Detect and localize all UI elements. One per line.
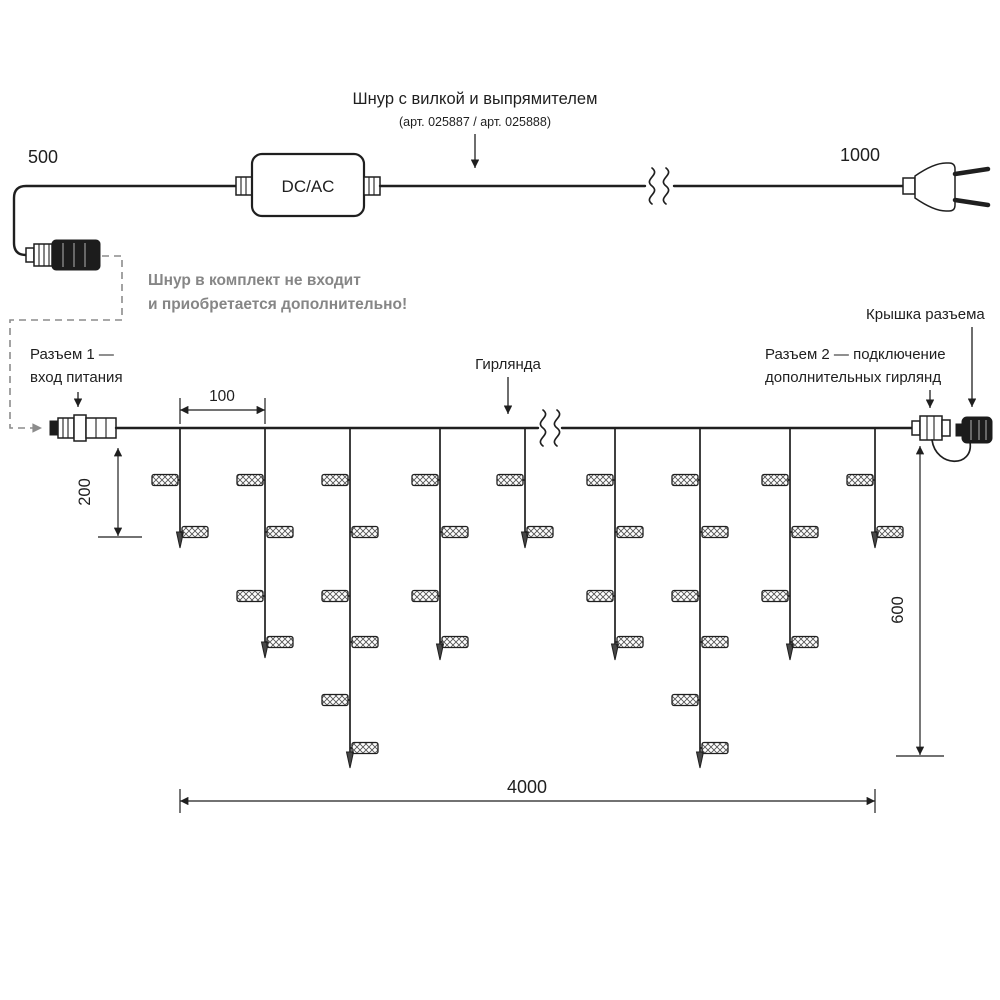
note-line1: Шнур в комплект не входит xyxy=(148,272,361,289)
garland-drop xyxy=(236,428,294,659)
led-lamp xyxy=(411,473,439,487)
cap-label: Крышка разъема xyxy=(866,306,985,323)
led-lamp xyxy=(701,635,729,649)
connector2-label-line1: Разъем 2 — подключение xyxy=(765,346,946,363)
connector1-label-line1: Разъем 1 — xyxy=(30,346,114,363)
dim-4000: 4000 xyxy=(179,777,876,813)
led-lamp xyxy=(236,473,264,487)
led-lamp xyxy=(351,741,379,755)
connector-cap xyxy=(955,416,993,444)
drop-tip xyxy=(695,751,705,769)
garland-drop xyxy=(151,428,209,549)
led-lamp xyxy=(526,525,554,539)
led-lamp xyxy=(321,589,349,603)
led-lamp xyxy=(321,473,349,487)
led-lamp xyxy=(616,525,644,539)
led-lamp xyxy=(151,473,179,487)
led-lamp xyxy=(351,525,379,539)
drop-tip xyxy=(610,643,620,661)
led-lamp xyxy=(876,525,904,539)
garland-section: Разъем 1 — вход питания Гирлянда Крышка … xyxy=(30,306,993,813)
drop-tip xyxy=(435,643,445,661)
dim-4000-label: 4000 xyxy=(507,777,547,797)
garland-drop xyxy=(496,428,554,549)
connector1-label-line2: вход питания xyxy=(30,369,123,386)
cord-title-label: Шнур с вилкой и выпрямителем xyxy=(353,90,598,108)
led-lamp xyxy=(761,589,789,603)
garland-label: Гирлянда xyxy=(475,356,541,373)
led-lamp xyxy=(321,693,349,707)
note-line2: и приобретается дополнительно! xyxy=(148,296,407,313)
led-lamp xyxy=(441,525,469,539)
output-connector xyxy=(911,415,951,441)
led-lamp xyxy=(411,589,439,603)
garland-drop xyxy=(761,428,819,661)
dim-100-label: 100 xyxy=(209,388,235,405)
led-lamp xyxy=(266,525,294,539)
dcac-converter-box: DC/AC xyxy=(235,152,381,218)
not-included-note: Шнур в комплект не входит и приобретаетс… xyxy=(9,255,407,433)
led-lamp xyxy=(671,473,699,487)
led-lamp xyxy=(441,635,469,649)
led-lamp xyxy=(586,473,614,487)
dim-200-label: 200 xyxy=(76,478,94,506)
led-lamp xyxy=(671,693,699,707)
led-lamp xyxy=(791,635,819,649)
led-lamp xyxy=(496,473,524,487)
input-connector xyxy=(49,414,117,442)
led-lamp xyxy=(761,473,789,487)
led-lamp xyxy=(586,589,614,603)
led-lamp xyxy=(236,589,264,603)
led-lamp xyxy=(351,635,379,649)
cable-break-icon xyxy=(648,167,670,205)
drop-tip xyxy=(345,751,355,769)
dim-200: 200 xyxy=(76,448,142,538)
dim-600-label: 600 xyxy=(889,596,907,624)
cord-left-wire xyxy=(12,184,238,257)
power-plug xyxy=(902,162,991,212)
plug-pin-top xyxy=(952,166,991,177)
cord-subtitle-label: (арт. 025887 / арт. 025888) xyxy=(399,115,551,129)
cap-tether-cable xyxy=(931,439,971,463)
dim-600: 600 xyxy=(889,446,944,757)
dcac-label: DC/AC xyxy=(282,177,335,196)
led-lamp xyxy=(846,473,874,487)
not-included-leader-line xyxy=(9,255,123,433)
dim-1000-label: 1000 xyxy=(840,145,880,165)
led-lamp xyxy=(701,525,729,539)
plug-pin-bottom xyxy=(952,197,991,208)
garland-drops xyxy=(151,428,904,769)
led-lamp xyxy=(701,741,729,755)
led-lamp xyxy=(791,525,819,539)
led-lamp xyxy=(181,525,209,539)
dim-100: 100 xyxy=(179,388,266,424)
led-lamp xyxy=(266,635,294,649)
power-cord-section: 500 DC/AC 1000 Шнур с вилкой и xyxy=(12,90,991,271)
garland-drop xyxy=(411,428,469,661)
dim-500-label: 500 xyxy=(28,147,58,167)
garland-drop xyxy=(586,428,644,661)
cord-connector xyxy=(25,239,101,271)
garland-drop xyxy=(321,428,379,769)
connector2-label-line2: дополнительных гирлянд xyxy=(765,369,941,386)
led-lamp xyxy=(616,635,644,649)
garland-break-icon xyxy=(539,409,561,447)
drop-tip xyxy=(785,643,795,661)
garland-drop xyxy=(846,428,904,549)
garland-drop xyxy=(671,428,729,769)
led-lamp xyxy=(671,589,699,603)
